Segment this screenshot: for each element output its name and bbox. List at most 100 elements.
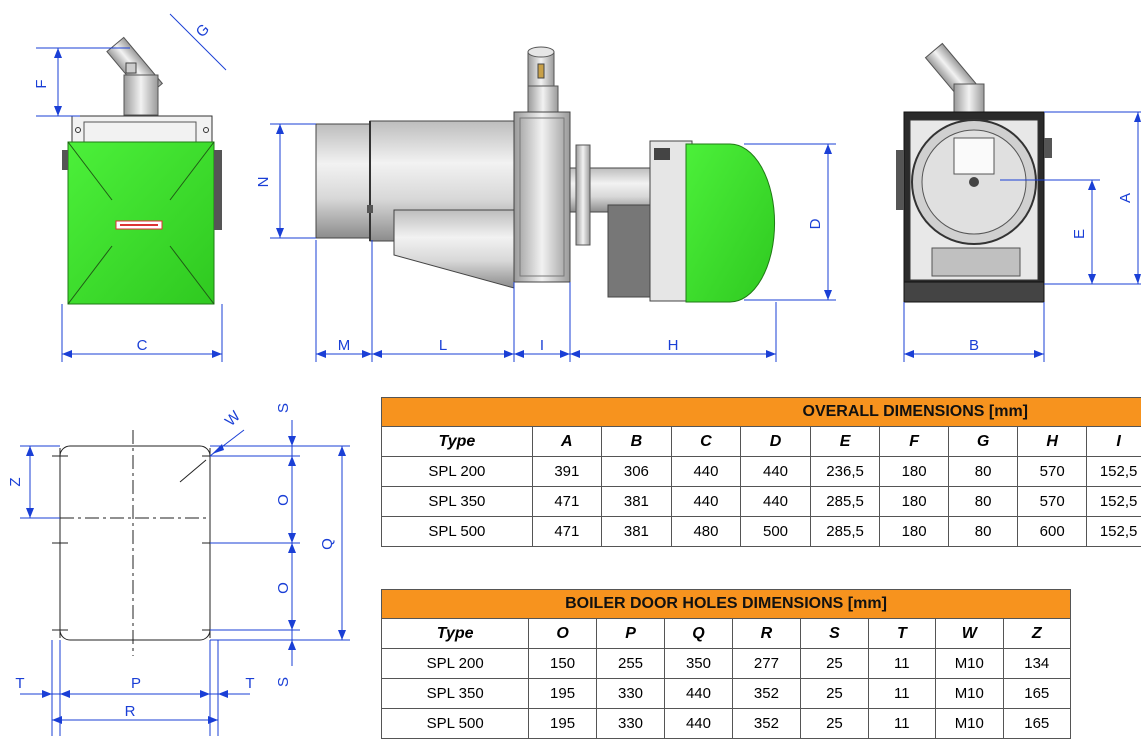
dim-label-M: M (338, 337, 351, 354)
overall-col-header: B (601, 427, 671, 457)
front-view (62, 37, 222, 304)
table-cell: 152,5 (1087, 457, 1141, 487)
holes-col-header: R (732, 619, 800, 649)
dim-label-C: C (137, 337, 148, 354)
table-cell: 471 (532, 487, 601, 517)
table-cell: 11 (868, 709, 935, 739)
table-cell: 330 (596, 709, 664, 739)
dim-label-T-left: T (15, 675, 24, 692)
dim-label-O-bottom: O (275, 582, 292, 594)
holes-col-header: P (596, 619, 664, 649)
table-cell: 180 (880, 487, 949, 517)
table-cell: 150 (529, 649, 596, 679)
overall-col-header: C (671, 427, 740, 457)
table-row: SPL 350 195 330 440 352 25 11 M10 165 (382, 679, 1071, 709)
table-cell: SPL 200 (382, 457, 533, 487)
side-view (316, 47, 775, 302)
dim-label-P: P (131, 675, 141, 692)
table-cell: 180 (880, 457, 949, 487)
table-cell: 134 (1003, 649, 1071, 679)
table-cell: 440 (665, 679, 732, 709)
table-cell: M10 (936, 679, 1003, 709)
holes-col-header: Q (665, 619, 732, 649)
holes-col-header: O (529, 619, 596, 649)
dim-label-E: E (1071, 229, 1088, 239)
dim-label-S-top: S (275, 403, 292, 413)
table-cell: 11 (868, 679, 935, 709)
table-cell: 152,5 (1087, 517, 1141, 547)
dim-label-F: F (33, 79, 50, 88)
dim-label-H: H (668, 337, 679, 354)
table-cell: 11 (868, 649, 935, 679)
table-cell: 570 (1018, 487, 1087, 517)
table-cell: SPL 500 (382, 517, 533, 547)
table-cell: 285,5 (811, 517, 880, 547)
table-cell: 440 (740, 457, 810, 487)
table-cell: 440 (665, 709, 732, 739)
table-cell: 165 (1003, 709, 1071, 739)
dim-label-A: A (1117, 193, 1134, 203)
table-cell: 600 (1018, 517, 1087, 547)
table-cell: 25 (801, 679, 868, 709)
dim-label-T-right: T (245, 675, 254, 692)
dim-label-S-bottom: S (275, 677, 292, 687)
table-cell: SPL 350 (382, 487, 533, 517)
overall-col-header: I (1087, 427, 1141, 457)
table-cell: 80 (949, 517, 1018, 547)
dim-label-O-top: O (275, 494, 292, 506)
holes-table-header-row: Type O P Q R S T W Z (382, 619, 1071, 649)
table-cell: SPL 200 (382, 649, 529, 679)
holes-col-header: T (868, 619, 935, 649)
table-row: SPL 500 195 330 440 352 25 11 M10 165 (382, 709, 1071, 739)
table-cell: M10 (936, 649, 1003, 679)
table-cell: 391 (532, 457, 601, 487)
table-cell: 306 (601, 457, 671, 487)
table-cell: 500 (740, 517, 810, 547)
overall-col-header: A (532, 427, 601, 457)
holes-col-header: Type (382, 619, 529, 649)
table-cell: 255 (596, 649, 664, 679)
table-row: SPL 200 150 255 350 277 25 11 M10 134 (382, 649, 1071, 679)
holes-col-header: W (936, 619, 1003, 649)
table-cell: 570 (1018, 457, 1087, 487)
table-cell: 381 (601, 517, 671, 547)
table-cell: 277 (732, 649, 800, 679)
table-cell: M10 (936, 709, 1003, 739)
boiler-door-holes-table: BOILER DOOR HOLES DIMENSIONS [mm] Type O… (381, 589, 1071, 739)
dim-label-L: L (439, 337, 447, 354)
holes-table-title: BOILER DOOR HOLES DIMENSIONS [mm] (382, 590, 1071, 619)
table-cell: 236,5 (811, 457, 880, 487)
dim-label-I: I (540, 337, 544, 354)
table-cell: 195 (529, 679, 596, 709)
dim-label-D: D (807, 218, 824, 229)
overall-dimensions-table: OVERALL DIMENSIONS [mm] Type A B C D E F… (381, 397, 1141, 547)
table-cell: 152,5 (1087, 487, 1141, 517)
overall-col-header: G (949, 427, 1018, 457)
overall-col-header: D (740, 427, 810, 457)
overall-col-header: H (1018, 427, 1087, 457)
dim-label-Z: Z (7, 477, 24, 486)
holes-col-header: S (801, 619, 868, 649)
table-cell: SPL 350 (382, 679, 529, 709)
table-row: SPL 500 471 381 480 500 285,5 180 80 600… (382, 517, 1141, 547)
table-cell: 480 (671, 517, 740, 547)
table-row: SPL 200 391 306 440 440 236,5 180 80 570… (382, 457, 1141, 487)
dim-label-Q: Q (319, 538, 336, 550)
overall-col-header: F (880, 427, 949, 457)
back-view (896, 44, 1052, 302)
table-cell: 165 (1003, 679, 1071, 709)
overall-col-header: E (811, 427, 880, 457)
dim-label-N: N (255, 177, 272, 188)
overall-table-header-row: Type A B C D E F G H I (382, 427, 1141, 457)
door-holes-view (52, 430, 218, 656)
overall-col-header: Type (382, 427, 533, 457)
table-cell: 352 (732, 679, 800, 709)
table-cell: 471 (532, 517, 601, 547)
table-cell: 195 (529, 709, 596, 739)
table-row: SPL 350 471 381 440 440 285,5 180 80 570… (382, 487, 1141, 517)
table-cell: 80 (949, 487, 1018, 517)
table-cell: 25 (801, 709, 868, 739)
table-cell: 80 (949, 457, 1018, 487)
table-cell: SPL 500 (382, 709, 529, 739)
table-cell: 381 (601, 487, 671, 517)
